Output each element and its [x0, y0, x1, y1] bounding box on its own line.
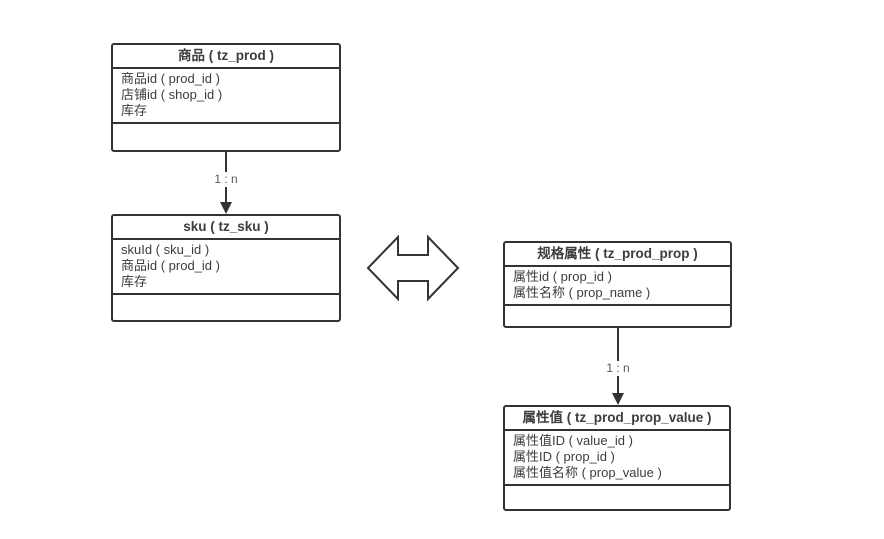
- table-field: 商品id ( prod_id ): [121, 71, 220, 86]
- arrow-head-icon: [220, 202, 232, 214]
- table-field: 属性值ID ( value_id ): [513, 433, 633, 448]
- table-field: 库存: [121, 103, 148, 118]
- table-title: sku ( tz_sku ): [113, 216, 339, 240]
- arrow-head-icon: [612, 393, 624, 405]
- table-field: 店铺id ( shop_id ): [121, 87, 223, 102]
- entity-table-sku: sku ( tz_sku ) skuId ( sku_id ) 商品id ( p…: [111, 214, 341, 322]
- table-fields: 商品id ( prod_id ) 店铺id ( shop_id ) 库存: [113, 69, 339, 124]
- table-field: 库存: [121, 274, 148, 289]
- table-title: 规格属性 ( tz_prod_prop ): [505, 243, 730, 267]
- double-arrow-icon: [366, 234, 460, 302]
- table-title: 属性值 ( tz_prod_prop_value ): [505, 407, 729, 431]
- table-title: 商品 ( tz_prod ): [113, 45, 339, 69]
- table-footer: [113, 124, 339, 150]
- table-field: 属性ID ( prop_id ): [513, 449, 615, 464]
- table-footer: [505, 306, 730, 326]
- entity-table-prod-prop: 规格属性 ( tz_prod_prop ) 属性id ( prop_id ) 属…: [503, 241, 732, 328]
- table-footer: [113, 295, 339, 320]
- table-field: 属性值名称 ( prop_value ): [513, 465, 662, 480]
- relation-cardinality-label: 1 : n: [204, 172, 248, 187]
- table-fields: skuId ( sku_id ) 商品id ( prod_id ) 库存: [113, 240, 339, 295]
- table-field: skuId ( sku_id ): [121, 242, 210, 257]
- table-fields: 属性值ID ( value_id ) 属性ID ( prop_id ) 属性值名…: [505, 431, 729, 486]
- table-footer: [505, 486, 729, 509]
- entity-table-prod: 商品 ( tz_prod ) 商品id ( prod_id ) 店铺id ( s…: [111, 43, 341, 152]
- table-field: 商品id ( prod_id ): [121, 258, 220, 273]
- table-fields: 属性id ( prop_id ) 属性名称 ( prop_name ): [505, 267, 730, 306]
- entity-table-prod-prop-value: 属性值 ( tz_prod_prop_value ) 属性值ID ( value…: [503, 405, 731, 511]
- table-field: 属性id ( prop_id ): [513, 269, 612, 284]
- table-field: 属性名称 ( prop_name ): [513, 285, 651, 300]
- relation-cardinality-label: 1 : n: [596, 361, 640, 376]
